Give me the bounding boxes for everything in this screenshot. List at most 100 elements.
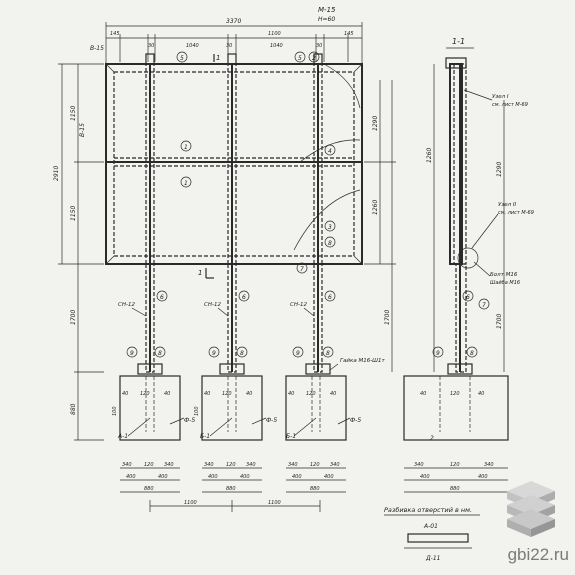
section-dim-a: 340 <box>414 462 424 468</box>
foot-dim-l2: 120 <box>140 391 150 397</box>
fd-m-d: 400 <box>208 474 218 480</box>
leader-curve-1 <box>323 63 361 109</box>
post-left-label: СН-12 <box>118 302 135 308</box>
fd-l-f: 880 <box>144 486 154 492</box>
base-marker-8c: 8 <box>326 350 330 357</box>
nut-note: Гайка М16-Ш1т <box>340 358 386 364</box>
section-marker-8: 8 <box>470 350 474 357</box>
foot-dim-m2: 120 <box>222 391 232 397</box>
fd-l-c: 340 <box>164 462 174 468</box>
section-dim-b: 120 <box>450 462 460 468</box>
chain-dim-4: 30 <box>226 43 232 49</box>
section-foot-dim-3: 40 <box>478 391 484 397</box>
fd-r-d: 400 <box>292 474 302 480</box>
leader-curve-2 <box>299 139 361 163</box>
foot-dim-r1: 40 <box>288 391 294 397</box>
chain-dim-2: 30 <box>148 43 154 49</box>
base-marker-9b: 9 <box>212 350 216 357</box>
fd-l-b: 120 <box>144 462 154 468</box>
section-dim-f: 880 <box>450 486 460 492</box>
fd-l-d: 400 <box>126 474 136 480</box>
section-title: 1-1 <box>452 37 465 46</box>
fd-r-a: 340 <box>288 462 298 468</box>
fd-l-a: 340 <box>122 462 132 468</box>
base-tag-right: Ф-5 <box>350 417 361 424</box>
fd-r-c: 340 <box>330 462 340 468</box>
section-left-dim: 1260 <box>426 148 433 163</box>
base-mid-label: Б-1 <box>200 433 210 440</box>
watermark-logo <box>507 481 555 537</box>
watermark-cube-icon <box>507 481 555 537</box>
watermark-text: gbi22.ru <box>507 545 569 564</box>
base-marker-8b: 8 <box>240 350 244 357</box>
base-left-label: А-1 <box>117 433 128 440</box>
base-marker-8a: 8 <box>158 350 162 357</box>
marker-8: 8 <box>328 240 332 247</box>
chain-dim-3: 1040 <box>186 43 199 49</box>
section-dim-e: 400 <box>478 474 488 480</box>
holes-title: Разбивка отверстий в нм. <box>384 506 472 514</box>
post-right-label: СН-12 <box>290 302 307 308</box>
label-b15-top: В-15 <box>90 45 104 52</box>
foundation-dims: 340 120 340 400 400 880 340 120 340 400 … <box>120 462 346 512</box>
marker-1b: 1 <box>184 180 188 187</box>
fd-m-c: 340 <box>246 462 256 468</box>
fd-m-e: 400 <box>240 474 250 480</box>
foot-height-1: 100 <box>112 406 118 416</box>
right-a-label: 1290 <box>372 116 379 131</box>
foot-dim-l1: 40 <box>122 391 128 397</box>
fd-r-f: 880 <box>310 486 320 492</box>
sheet-number-top: М-15 <box>318 6 336 14</box>
node1-ref: см. лист М-69 <box>492 102 528 108</box>
base-marker-9a: 9 <box>130 350 134 357</box>
section-right-dim-2: 1700 <box>496 314 503 329</box>
foot-dim-r3: 40 <box>330 391 336 397</box>
section-foot-dim-2: 120 <box>450 391 460 397</box>
base-nodes: 9 8 9 8 9 8 Гайка М16-Ш1т <box>126 346 386 375</box>
fd-r-b: 120 <box>310 462 320 468</box>
billboard-frame <box>105 53 363 265</box>
left-total-label: 2910 <box>53 166 60 181</box>
marker-2: 2 <box>312 55 316 62</box>
section-right-dim: 1290 <box>496 162 503 177</box>
marker-5b: 5 <box>298 55 302 62</box>
overall-width-dimension: 3370 <box>105 18 363 66</box>
post-marker-left: 6 <box>160 294 164 301</box>
section-foot-dim-1: 40 <box>420 391 426 397</box>
section-detail-label: 2 <box>430 435 434 442</box>
base-right-label: Б-1 <box>286 433 296 440</box>
left-upper-label: 1150 <box>70 106 77 121</box>
chain-dim-1: 145 <box>110 31 120 37</box>
node1-label: Узел I <box>492 94 509 100</box>
left-dimension-chain: 2910 1150 1150 1700 880 <box>53 63 104 441</box>
top-chain-dimension: 145 30 1040 30 1100 1040 30 145 <box>106 31 362 62</box>
section-mark-label-bottom: 1 <box>198 269 202 277</box>
base-marker-9c: 9 <box>296 350 300 357</box>
holes-note: Разбивка отверстий в нм. А-01 Д-11 <box>384 506 480 562</box>
post-marker-right: 6 <box>328 294 332 301</box>
marker-4: 4 <box>328 148 332 155</box>
section-mark-label-top: 1 <box>216 54 220 62</box>
right-c-label: 1700 <box>384 310 391 325</box>
chain-dim-6: 1040 <box>270 43 283 49</box>
right-dimension-chain: 1290 1260 1700 <box>364 80 396 372</box>
post-mid-label: СН-12 <box>204 302 221 308</box>
foot-height-2: 100 <box>194 406 200 416</box>
left-base-label: 880 <box>70 403 77 415</box>
foot-dim-r2: 120 <box>306 391 316 397</box>
base-tag-left: Ф-5 <box>184 417 195 424</box>
sheet-number-bottom: Н=60 <box>318 16 335 23</box>
foot-dim-m1: 40 <box>204 391 210 397</box>
fd-l-e: 400 <box>158 474 168 480</box>
bottom-span-1: 1100 <box>184 500 197 506</box>
marker-1a: 1 <box>184 144 188 151</box>
section-dim-c: 340 <box>484 462 494 468</box>
left-post-label: 1700 <box>70 310 77 325</box>
chain-dim-7: 30 <box>316 43 322 49</box>
washer-label: Шайба М16 <box>490 280 520 286</box>
chain-dim-5: 1100 <box>268 31 281 37</box>
marker-5a: 5 <box>180 55 184 62</box>
panel-markers: 5 5 2 1 1 4 3 8 7 <box>176 51 336 274</box>
left-lower-label: 1150 <box>70 206 77 221</box>
